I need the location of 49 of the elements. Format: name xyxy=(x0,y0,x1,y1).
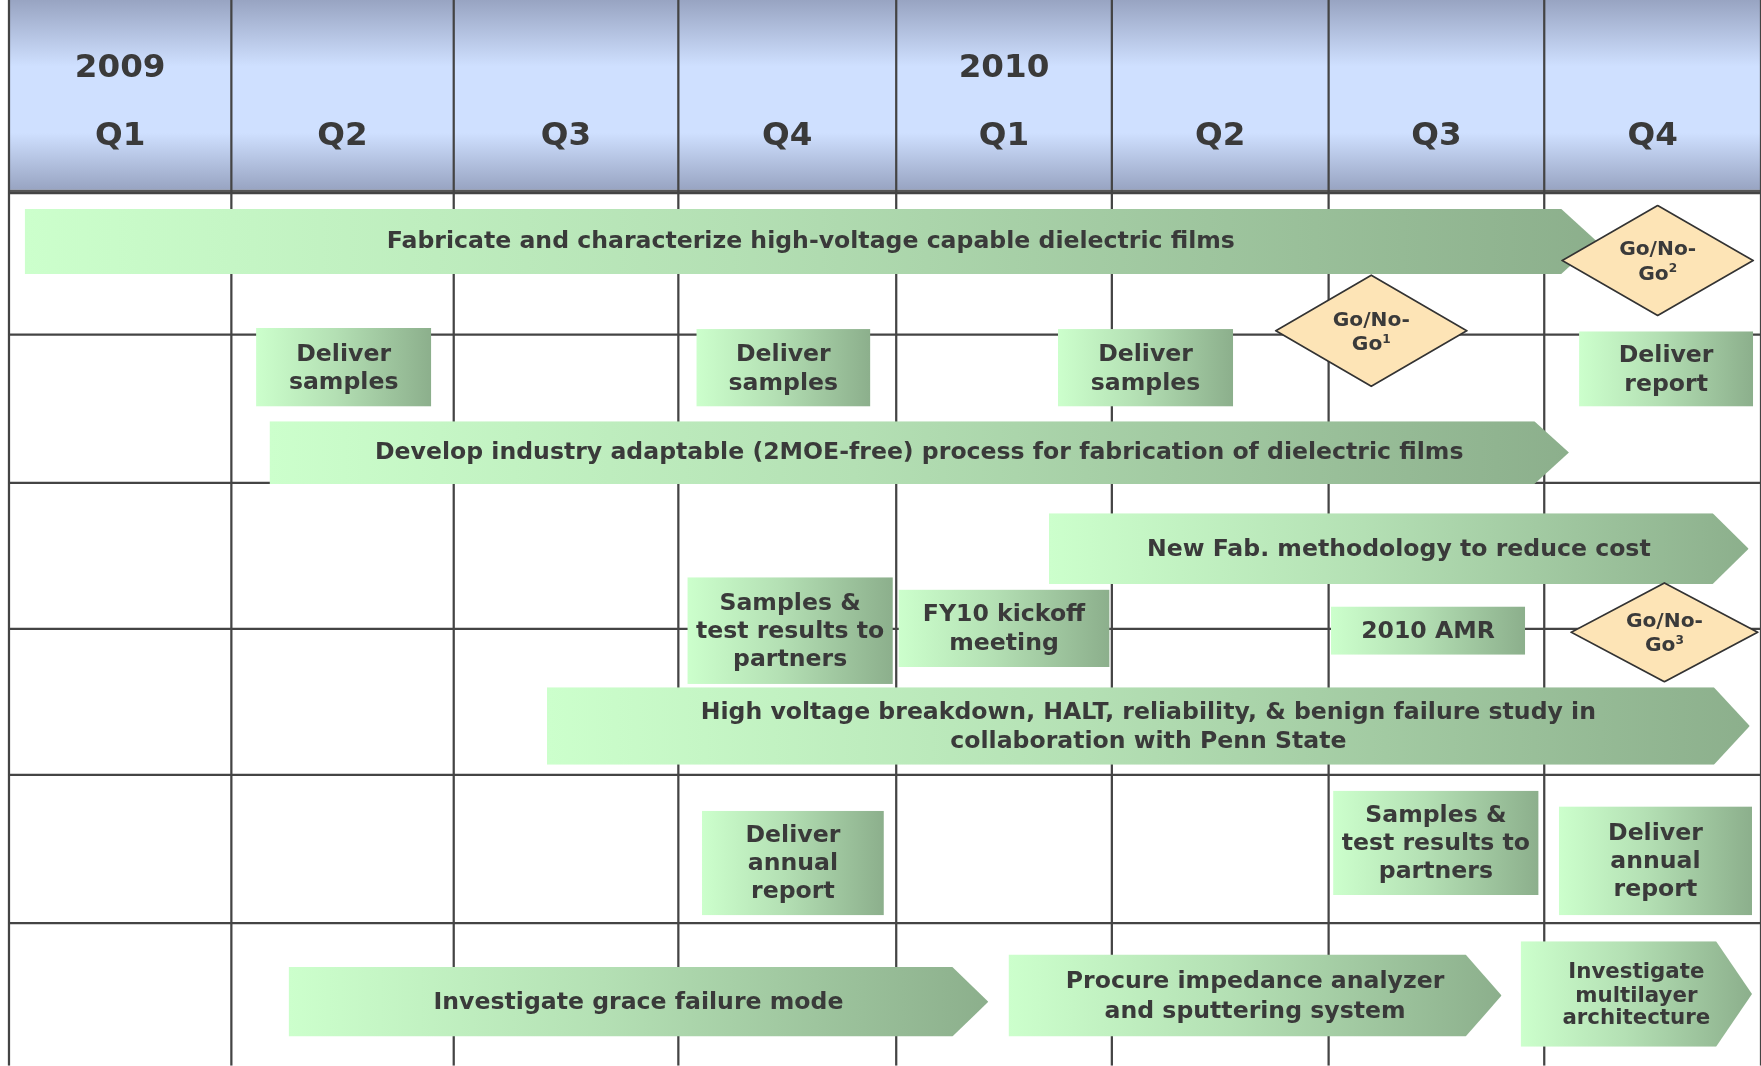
task-bar xyxy=(546,687,1750,765)
task-text: New Fab. methodology to reduce cost xyxy=(1145,534,1652,563)
task-bar xyxy=(1048,513,1749,584)
milestone-box xyxy=(1333,790,1539,896)
milestone-text: Deliver samples xyxy=(287,338,400,396)
milestone-text: Deliver annual report xyxy=(744,820,842,906)
task-bar xyxy=(1520,941,1752,1047)
task-bar xyxy=(288,967,989,1037)
task-text: Procure impedance analyzer and sputtering system xyxy=(1064,967,1446,1024)
task-text: High voltage breakdown, HALT, reliability, & benign failure study in collaboration with Penn State xyxy=(699,697,1597,755)
milestone-text: Deliver annual report xyxy=(1607,818,1704,904)
decision-text: Go/No-Go$^{1}$ xyxy=(1331,306,1411,355)
quarter-header: Q3 xyxy=(1410,114,1463,153)
milestone-box xyxy=(687,577,893,684)
quarter-header: Q1 xyxy=(977,114,1031,153)
milestone-box xyxy=(696,329,871,407)
milestone-text: Deliver samples xyxy=(727,339,840,397)
milestone-box xyxy=(1579,331,1754,407)
year-header: 2010 xyxy=(957,47,1051,86)
task-text: Investigate grace failure mode xyxy=(432,987,845,1016)
decision-text: Go/No-Go$^{2}$ xyxy=(1618,236,1698,285)
milestone-text: FY10 kickoff meeting xyxy=(921,600,1087,657)
milestone-text: Deliver samples xyxy=(1089,339,1202,397)
milestone-box xyxy=(701,810,884,916)
task-bar xyxy=(24,208,1598,275)
milestone-box xyxy=(1057,329,1234,407)
decision-text: Go/No-Go$^{3}$ xyxy=(1624,608,1704,657)
milestone-text: Deliver report xyxy=(1617,340,1715,398)
task-text: Investigate multilayer architecture xyxy=(1561,958,1712,1030)
task-text: Develop industry adaptable (2MOE-free) process for fabrication of dielectric films xyxy=(374,438,1465,467)
quarter-header: Q1 xyxy=(94,114,147,153)
milestone-box xyxy=(1330,606,1526,655)
quarter-header: Q2 xyxy=(1194,114,1247,153)
task-text: Fabricate and characterize high-voltage capable dielectric films xyxy=(385,227,1236,256)
milestone-box xyxy=(256,327,432,407)
quarter-header: Q4 xyxy=(761,114,814,153)
milestone-text: Samples & test results to partners xyxy=(1340,800,1532,886)
decision-diamond xyxy=(1561,204,1755,317)
milestone-box xyxy=(1558,806,1752,916)
quarter-header: Q2 xyxy=(316,114,369,153)
decision-diamond xyxy=(1570,581,1759,683)
milestone-text: Samples & test results to partners xyxy=(694,588,886,674)
milestone-box xyxy=(898,589,1110,668)
quarter-header: Q4 xyxy=(1626,114,1679,153)
year-header: 2009 xyxy=(73,47,167,86)
task-bar xyxy=(269,421,1569,485)
milestone-text: 2010 AMR xyxy=(1360,616,1496,645)
task-bar xyxy=(1008,954,1502,1037)
quarter-header: Q3 xyxy=(539,114,593,153)
